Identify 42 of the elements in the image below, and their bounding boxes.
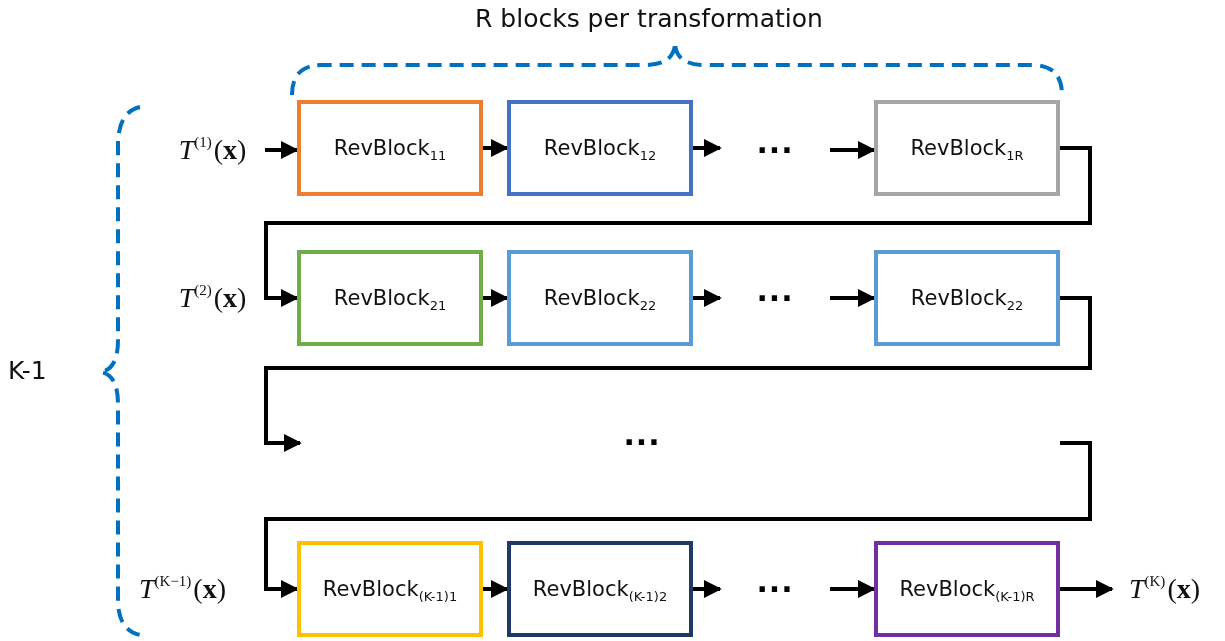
arrow [265, 141, 299, 159]
math-expression: T$^{(1)}$(x) [178, 134, 247, 166]
annotation-text: K-1 [8, 356, 47, 385]
ellipsis: ··· [623, 424, 661, 460]
block-label: RevBlock$_{11}$ [333, 136, 447, 160]
block-label: RevBlock$_{(K-1)1}$ [322, 577, 458, 601]
arrow [693, 580, 722, 598]
process-box [507, 100, 693, 196]
process-box [874, 541, 1060, 637]
arrow [264, 441, 1092, 598]
arrow [264, 146, 1092, 307]
process-box [874, 250, 1060, 346]
process-box [507, 541, 693, 637]
arrow [830, 289, 876, 307]
ellipsis: ··· [756, 280, 794, 316]
ellipsis: ··· [756, 132, 794, 168]
block-label: RevBlock$_{21}$ [333, 286, 447, 310]
arrow [1060, 580, 1114, 598]
block-label: RevBlock$_{(K-1)2}$ [532, 577, 668, 601]
arrow [830, 580, 876, 598]
process-box [507, 250, 693, 346]
arrow [693, 139, 722, 157]
block-label: RevBlock$_{1R}$ [910, 136, 1024, 160]
process-box [297, 541, 483, 637]
ellipsis: ··· [756, 571, 794, 607]
arrow [693, 289, 722, 307]
math-expression: T$^{(K)}$(x) [1128, 573, 1201, 605]
arrow [830, 141, 876, 159]
annotation-text: R blocks per transformation [475, 4, 823, 33]
arrow [483, 139, 509, 157]
block-label: RevBlock$_{22}$ [910, 286, 1024, 310]
arrow [483, 289, 509, 307]
block-label: RevBlock$_{22}$ [543, 286, 657, 310]
process-box [297, 250, 483, 346]
arrow [483, 580, 509, 598]
math-expression: T$^{(K−1)}$(x) [139, 573, 226, 605]
math-expression: T$^{(2)}$(x) [178, 282, 247, 314]
block-label: RevBlock$_{12}$ [543, 136, 657, 160]
process-box [874, 100, 1060, 196]
arrow [264, 296, 1092, 452]
block-label: RevBlock$_{(K-1)R}$ [899, 577, 1035, 601]
process-box [297, 100, 483, 196]
